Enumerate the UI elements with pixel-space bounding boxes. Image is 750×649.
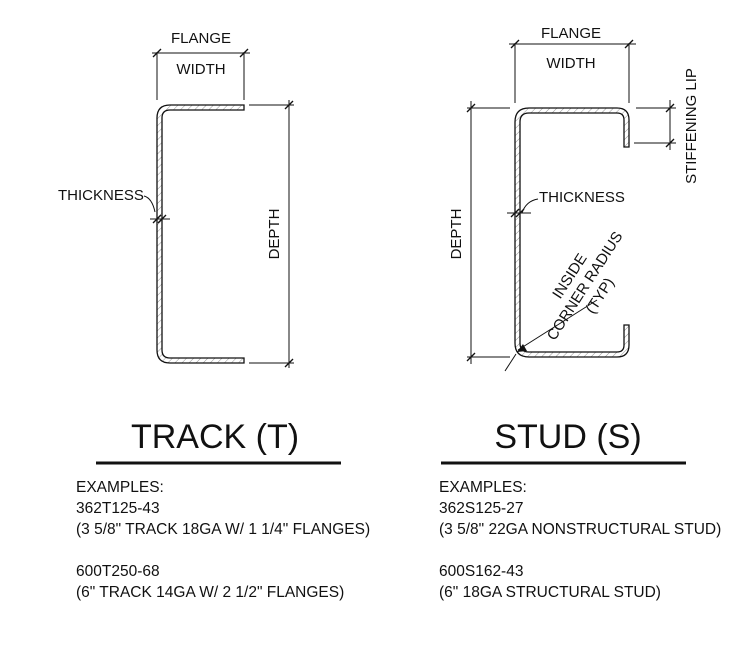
stud-example-desc: (6" 18GA STRUCTURAL STUD) [439, 584, 661, 601]
track-example-desc: (3 5/8" TRACK 18GA W/ 1 1/4" FLANGES) [76, 521, 371, 538]
track-examples: EXAMPLES: 362T125-43 (3 5/8" TRACK 18GA … [76, 477, 370, 603]
stud-corner-radius-leader [504, 299, 598, 372]
stud-example-code: 362S125-27 [439, 500, 524, 517]
stud-title: STUD (S) [494, 418, 641, 456]
stud-flange-label: FLANGE [541, 25, 601, 42]
track-flange-label: FLANGE [171, 30, 231, 47]
track-thickness-dimension [143, 195, 170, 224]
stud-diagram: FLANGE WIDTH STIFFENING LIP DEPTH THIC [441, 25, 700, 465]
track-examples-heading: EXAMPLES: [76, 479, 164, 496]
track-width-label: WIDTH [176, 61, 225, 78]
stud-examples-heading: EXAMPLES: [439, 479, 527, 496]
stud-width-label: WIDTH [546, 55, 595, 72]
stud-profile [514, 107, 630, 358]
stud-example-desc: (3 5/8" 22GA NONSTRUCTURAL STUD) [439, 521, 722, 538]
stud-stiffening-lip-label: STIFFENING LIP [683, 68, 700, 184]
track-thickness-label: THICKNESS [58, 187, 144, 204]
track-depth-dimension [249, 100, 294, 368]
stud-examples: EXAMPLES: 362S125-27 (3 5/8" 22GA NONSTR… [439, 477, 721, 603]
track-flange-dimension [152, 48, 250, 100]
stud-thickness-label: THICKNESS [539, 189, 625, 206]
stud-depth-dimension [466, 101, 510, 364]
stud-depth-label: DEPTH [448, 209, 465, 260]
track-profile [156, 104, 245, 364]
track-example-code: 600T250-68 [76, 563, 160, 580]
stud-lip-dimension [634, 100, 676, 150]
track-example-code: 362T125-43 [76, 500, 160, 517]
track-diagram: FLANGE WIDTH DEPTH THICKNESS TRACK (T) [58, 30, 341, 465]
track-example-desc: (6" TRACK 14GA W/ 2 1/2" FLANGES) [76, 584, 345, 601]
stud-thickness-dimension [507, 198, 539, 218]
track-depth-label: DEPTH [266, 209, 283, 260]
track-title: TRACK (T) [131, 418, 299, 456]
stud-example-code: 600S162-43 [439, 563, 524, 580]
stud-flange-dimension [509, 39, 636, 103]
